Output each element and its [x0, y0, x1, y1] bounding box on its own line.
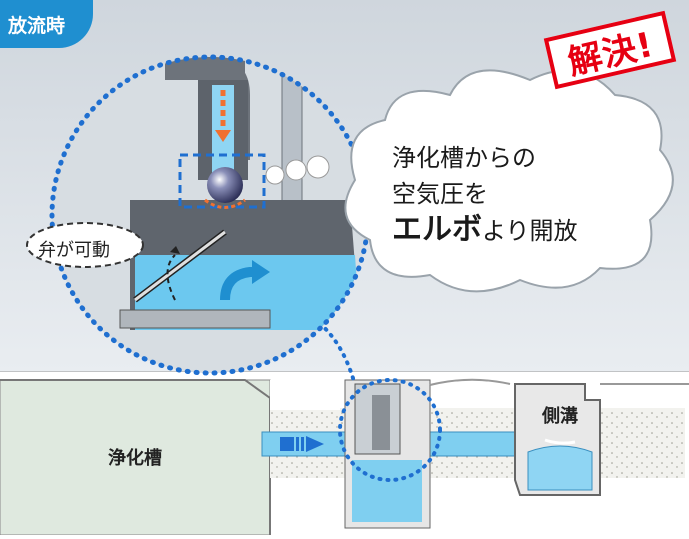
- callout-line-2: 空気圧を: [392, 180, 488, 208]
- callout-text: 浄化槽からの 空気圧を エルボより開放: [392, 140, 578, 249]
- valve-label: 弁が可動: [38, 240, 110, 261]
- callout-line-3: エルボより開放: [392, 212, 578, 249]
- speech-cloud: [344, 69, 674, 293]
- callout-emphasis: エルボ: [392, 212, 482, 247]
- magnified-view: [52, 57, 368, 373]
- tank-label: 浄化槽: [108, 448, 162, 469]
- detail-ring-small: [338, 378, 442, 482]
- callout-line-1: 浄化槽からの: [392, 144, 536, 172]
- callout-line-3-rest: より開放: [482, 217, 578, 245]
- water-flow-icon: [252, 260, 270, 284]
- flow-arrow-icon: [306, 436, 324, 452]
- discharge-badge: 放流時: [0, 0, 93, 48]
- ball-valve: [207, 167, 243, 203]
- ditch-label: 側溝: [542, 406, 578, 427]
- valve-label-bubble: [26, 222, 144, 268]
- air-arrow-icon: [215, 130, 231, 142]
